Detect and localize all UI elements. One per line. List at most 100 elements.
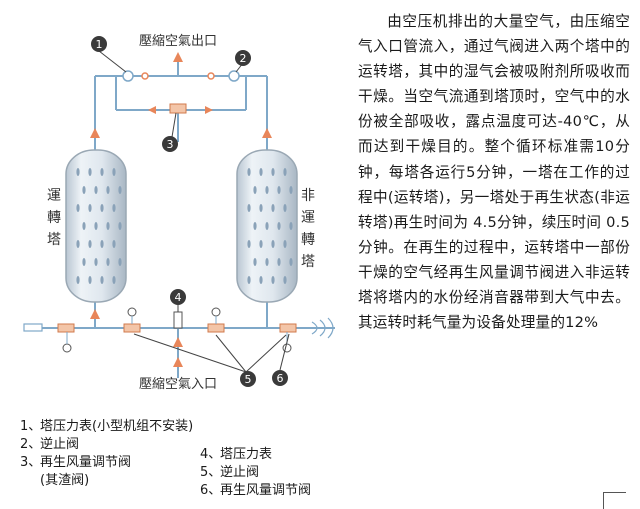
right-tower-label-char: 塔	[301, 254, 315, 270]
bottom-valves	[23, 307, 334, 353]
adsorbent-mark	[106, 258, 110, 266]
callout-4: 4	[170, 289, 186, 305]
adsorbent-mark	[100, 204, 104, 212]
adsorbent-mark	[76, 204, 80, 212]
svg-text:5: 5	[245, 373, 252, 386]
adsorbent-mark	[88, 204, 92, 212]
adsorbent-mark	[259, 276, 263, 284]
silencer-icon	[23, 323, 43, 332]
adsorbent-mark	[100, 168, 104, 176]
gauge-icon	[62, 343, 72, 353]
svg-text:4: 4	[175, 291, 182, 304]
adsorbent-mark	[277, 258, 281, 266]
legend-item: 2、 逆止阀	[20, 437, 80, 452]
legend-item: 3、 再生风量调节阀	[20, 455, 132, 470]
flow-arrows	[90, 52, 272, 367]
legend-left: 1、 塔压力表(小型机组不安装) 2、 逆止阀 3、 再生风量调节阀 (其渣阀)	[20, 418, 195, 490]
adsorbent-mark	[247, 276, 251, 284]
adsorbent-mark	[271, 204, 275, 212]
adsorbent-mark	[82, 222, 86, 230]
left-tower-label-char: 運	[47, 188, 61, 204]
adsorbent-mark	[76, 276, 80, 284]
pressure-gauge-4-icon	[173, 311, 183, 329]
adsorbent-mark	[265, 222, 269, 230]
gauge-icon	[127, 307, 137, 317]
adsorbent-mark	[265, 186, 269, 194]
adsorbent-mark	[112, 168, 116, 176]
inlet-arrow-icon	[173, 337, 183, 347]
adsorbent-mark	[106, 222, 110, 230]
adsorbent-mark	[76, 240, 80, 248]
adsorbent-mark	[100, 276, 104, 284]
description-paragraph: 由空压机排出的大量空气，由压缩空气入口管流入，通过气阀进入两个塔中的运转塔，其中…	[358, 13, 630, 332]
adsorbent-mark	[289, 186, 293, 194]
callout-2: 2	[235, 50, 251, 66]
adsorbent-mark	[253, 258, 257, 266]
adsorbent-mark	[259, 240, 263, 248]
outlet-label: 壓縮空氣出口	[139, 33, 217, 49]
legend-item: 1、 塔压力表(小型机组不安装)	[20, 419, 194, 434]
adsorbent-mark	[271, 276, 275, 284]
adsorbent-mark	[118, 222, 122, 230]
right-tower-label-char: 運	[301, 210, 315, 226]
adsorbent-mark	[112, 276, 116, 284]
adsorbent-mark	[277, 222, 281, 230]
right-tower-label-char: 轉	[301, 232, 315, 248]
legend-item: 5、 逆止阀	[200, 465, 260, 480]
adsorbent-mark	[82, 258, 86, 266]
adsorbent-mark	[76, 168, 80, 176]
right-tower	[236, 149, 298, 303]
exhaust-silencer-icon	[311, 317, 334, 339]
adsorbent-mark	[283, 240, 287, 248]
outlet-arrow-icon	[173, 52, 183, 62]
adsorbent-mark	[277, 186, 281, 194]
gauge-icon	[211, 307, 221, 317]
adsorbent-mark	[94, 258, 98, 266]
adsorbent-mark	[289, 222, 293, 230]
adsorbent-mark	[271, 240, 275, 248]
adsorbent-mark	[283, 168, 287, 176]
adsorbent-mark	[82, 186, 86, 194]
adsorbent-mark	[259, 204, 263, 212]
dryer-flow-diagram: 壓縮空氣出口 壓縮空氣入口 運 轉 塔 非 運 轉 塔 1 2 3 4 5 6	[23, 33, 335, 392]
adsorbent-mark	[112, 204, 116, 212]
adsorbent-mark	[265, 258, 269, 266]
adsorbent-mark	[289, 258, 293, 266]
adsorbent-mark	[271, 168, 275, 176]
legend-right: 4、 塔压力表 5、 逆止阀 6、 再生风量调节阀	[200, 446, 360, 500]
left-tower	[65, 149, 127, 303]
svg-text:2: 2	[240, 52, 247, 65]
adsorbent-mark	[118, 258, 122, 266]
legend-item: 4、 塔压力表	[200, 447, 273, 462]
adsorbent-mark	[247, 204, 251, 212]
svg-text:6: 6	[277, 372, 284, 385]
callout-3: 3	[162, 136, 178, 152]
corner-mark	[603, 492, 626, 509]
svg-text:3: 3	[167, 138, 174, 151]
top-valves	[122, 70, 240, 114]
legend-item: (其渣阀)	[40, 473, 90, 488]
left-tower-label-char: 轉	[47, 210, 61, 226]
adsorbent-mark	[118, 186, 122, 194]
adsorbent-mark	[106, 186, 110, 194]
left-tower-label-char: 塔	[47, 232, 61, 248]
adsorbent-mark	[253, 222, 257, 230]
adsorbent-mark	[283, 276, 287, 284]
adsorbent-mark	[100, 240, 104, 248]
check-valve-icon	[228, 70, 240, 82]
adsorbent-mark	[247, 240, 251, 248]
adsorbent-mark	[283, 204, 287, 212]
callout-6: 6	[272, 370, 288, 386]
adsorbent-mark	[259, 168, 263, 176]
gauge-icon	[282, 343, 292, 353]
inlet-label: 壓縮空氣入口	[139, 376, 217, 392]
adsorbent-mark	[253, 186, 257, 194]
right-tower-label-char: 非	[301, 188, 315, 204]
legend-item: 6、 再生风量调节阀	[200, 483, 312, 498]
callout-5: 5	[240, 371, 256, 387]
adsorbent-mark	[112, 240, 116, 248]
adsorbent-mark	[94, 186, 98, 194]
adsorbent-mark	[247, 168, 251, 176]
svg-text:1: 1	[96, 38, 103, 51]
regen-valve-icon	[169, 103, 187, 114]
